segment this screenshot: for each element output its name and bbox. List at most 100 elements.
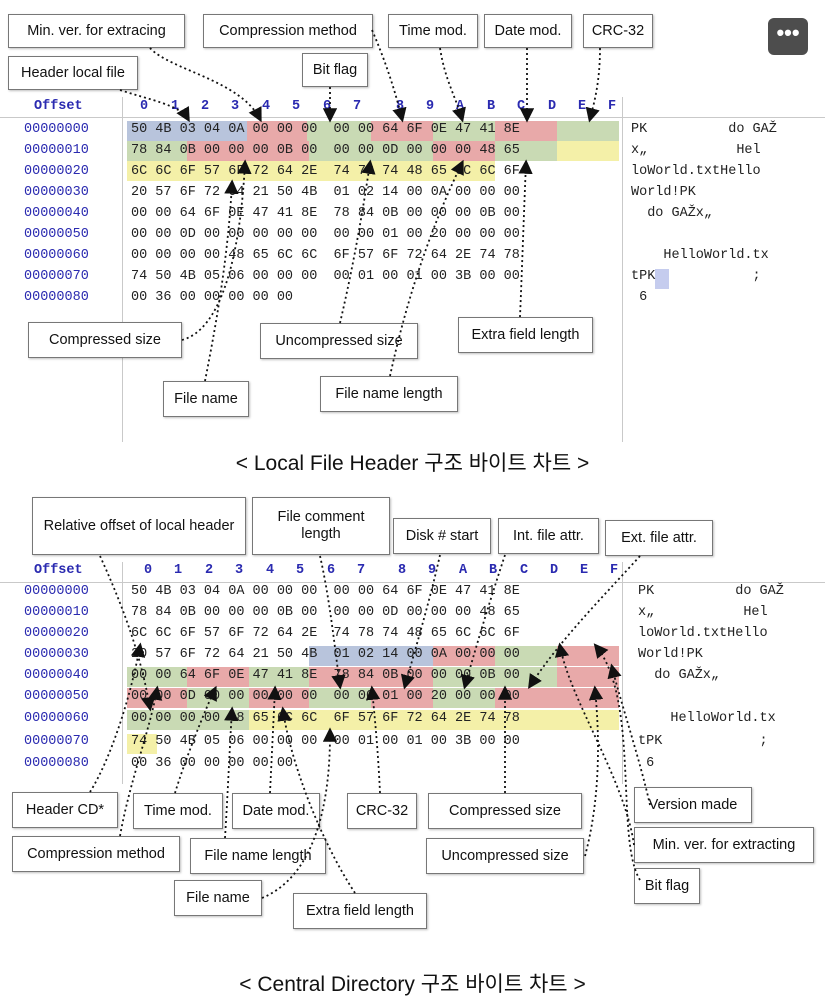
row-bytes: 00 00 0D 00 00 00 00 00 00 00 01 00 20 0… [131, 227, 520, 242]
hl-cd-fname-a [249, 710, 619, 730]
label-crc32: CRC-32 [347, 793, 417, 829]
col-digit: 2 [201, 99, 210, 114]
arrow-file-name [204, 179, 239, 382]
col-digit: 1 [174, 563, 183, 578]
row-bytes: 74 50 4B 05 06 00 00 00 00 01 00 01 00 3… [131, 269, 520, 284]
hl-compression [371, 121, 433, 141]
arrow-bit-flag-cd [593, 643, 641, 881]
hl-fname-len [433, 141, 495, 161]
row-offset: 00000020 [24, 626, 89, 641]
row-offset: 00000000 [24, 122, 89, 137]
row-bytes: 00 36 00 00 00 00 00 [131, 290, 294, 305]
hl-min-ver [247, 121, 307, 141]
row-ascii: HelloWorld.tx [631, 248, 769, 263]
hl-date [495, 121, 557, 141]
row-offset: 00000000 [24, 584, 89, 599]
arrow-extra-field-length-cd [277, 706, 356, 894]
col-digit: B [487, 99, 496, 114]
hl-extra-len [495, 141, 557, 161]
row-offset: 00000040 [24, 206, 89, 221]
row-ascii: x„ Hel [638, 605, 768, 620]
arrow-header-local-file [119, 89, 190, 123]
label-rel-offset: Relative offset of local header [32, 497, 246, 555]
more-options-button[interactable]: ••• [768, 18, 808, 55]
label-file-name: File name [163, 381, 249, 417]
hl-cd-version-made [433, 646, 495, 666]
hl-cd-time [187, 667, 249, 687]
col-digit: 5 [292, 99, 301, 114]
row-bytes: 78 84 0B 00 00 00 0B 00 00 00 0D 00 00 0… [131, 143, 520, 158]
hl-cd-date [249, 667, 309, 687]
label-extra-field-length: Extra field length [458, 317, 593, 353]
row-offset: 00000050 [24, 227, 89, 242]
col-digit: A [459, 563, 468, 578]
row-offset: 00000030 [24, 185, 89, 200]
row-offset: 00000060 [24, 248, 89, 263]
label-header-local-file: Header local file [8, 56, 138, 90]
arrow-file-name-length-cd [224, 706, 239, 839]
row-ascii: x„ Hel [631, 143, 761, 158]
label-int-file-attr: Int. file attr. [498, 518, 599, 554]
arrow-header-cd [89, 642, 146, 793]
hl-crc-b [127, 141, 187, 161]
row-offset: 00000030 [24, 647, 89, 662]
caption-central-directory: < Central Directory 구조 바이트 차트 > [239, 973, 586, 996]
offset-header: Offset [34, 99, 83, 114]
label-file-comment-length: File comment length [252, 497, 390, 555]
hl-ascii-cursor [655, 269, 669, 289]
col-digit: E [580, 563, 589, 578]
arrow-file-comment-length [319, 555, 346, 690]
label-file-name-length: File name length [320, 376, 458, 412]
hl-cd-compression [127, 667, 187, 687]
hl-comp-size [187, 141, 309, 161]
col-digit: 7 [357, 563, 366, 578]
hl-cd-uncomp-size-a [557, 667, 619, 687]
label-version-made: Version made [634, 787, 752, 823]
row-ascii: do GAŽx„ [638, 668, 720, 683]
hl-signature [127, 121, 247, 141]
table-header-line [0, 117, 825, 118]
row-ascii: tPK ; [638, 734, 768, 749]
col-digit: F [608, 99, 617, 114]
arrow-file-name-cd [261, 727, 338, 899]
hl-crc-a [557, 121, 619, 141]
arrow-extra-field-length [518, 159, 533, 318]
arrow-uncompressed-size-cd [584, 685, 604, 857]
label-time-mod: Time mod. [388, 14, 478, 48]
label-file-name-length: File name length [190, 838, 326, 874]
label-crc32: CRC-32 [583, 14, 653, 48]
col-digit: F [610, 563, 619, 578]
row-bytes: 20 57 6F 72 64 21 50 4B 01 02 14 00 0A 0… [131, 185, 520, 200]
hl-cd-comment-len [309, 688, 371, 708]
arrow-min-ver [149, 47, 262, 123]
hl-cd-ext-attr [495, 688, 619, 708]
row-bytes: 50 4B 03 04 0A 00 00 00 00 00 64 6F 0E 4… [131, 584, 520, 599]
col-digit: E [578, 99, 587, 114]
col-digit: 5 [296, 563, 305, 578]
label-file-name: File name [174, 880, 262, 916]
col-digit: 6 [323, 99, 332, 114]
ascii-separator [622, 562, 623, 784]
row-offset: 00000010 [24, 143, 89, 158]
offset-header: Offset [34, 563, 83, 578]
row-bytes: 74 50 4B 05 06 00 00 00 00 01 00 01 00 3… [131, 734, 520, 749]
arrow-crc32-cd [365, 685, 381, 794]
arrow-compression [371, 29, 407, 123]
label-bit-flag: Bit flag [634, 868, 700, 904]
row-offset: 00000050 [24, 689, 89, 704]
row-bytes: 00 00 00 00 48 65 6C 6C 6F 57 6F 72 64 2… [131, 711, 520, 726]
ascii-separator [622, 97, 623, 442]
col-digit: C [520, 563, 529, 578]
row-ascii: 6 [631, 290, 648, 305]
row-offset: 00000040 [24, 668, 89, 683]
label-uncompressed-size: Uncompressed size [426, 838, 584, 874]
row-offset: 00000070 [24, 269, 89, 284]
hl-fname-b [127, 161, 495, 181]
offset-separator [122, 562, 123, 784]
label-date-mod: Date mod. [484, 14, 572, 48]
col-digit: 3 [235, 563, 244, 578]
row-ascii: PK do GAŽ [631, 122, 777, 137]
col-digit: B [489, 563, 498, 578]
row-ascii: World!PK [631, 185, 696, 200]
